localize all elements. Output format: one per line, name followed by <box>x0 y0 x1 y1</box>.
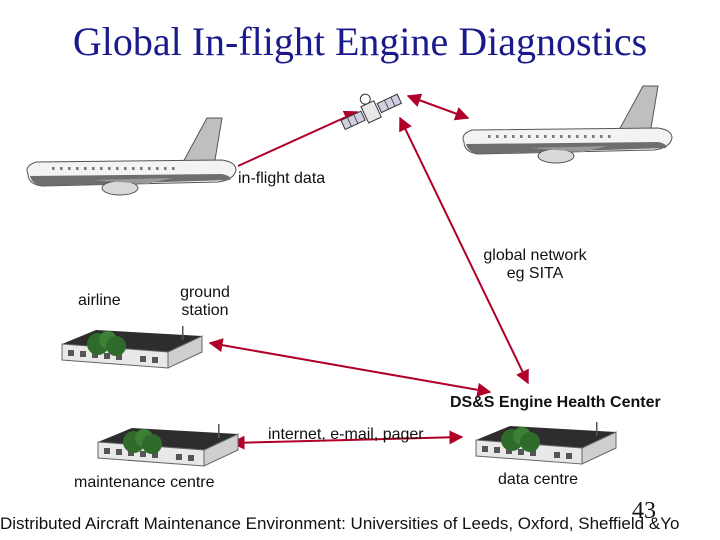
satellite-icon <box>340 93 403 131</box>
maintenance-centre-label: maintenance centre <box>74 474 215 491</box>
slide-title: Global In-flight Engine Diagnostics <box>72 19 648 64</box>
ground-station-line1: ground <box>180 284 230 301</box>
ground-station-label: ground station <box>170 284 240 320</box>
arrow-satellite-healthcenter <box>399 116 529 385</box>
airplane-left-icon <box>26 117 237 196</box>
arrow-healthcenter-groundstation <box>208 338 492 397</box>
ground-station-line2: station <box>181 302 229 319</box>
airline-building-icon <box>61 326 203 369</box>
airline-label: airline <box>78 292 121 309</box>
arrow-plane2-satellite <box>406 93 470 121</box>
global-network-line2: eg SITA <box>506 265 564 282</box>
comms-label: internet, e-mail, pager <box>268 426 424 443</box>
health-center-label: DS&S Engine Health Center <box>450 394 661 411</box>
data-centre-building-icon <box>475 422 617 465</box>
slide-footer: Distributed Aircraft Maintenance Environ… <box>0 514 680 533</box>
global-network-label: global network eg SITA <box>460 247 610 283</box>
arrow-plane1-satellite <box>237 110 359 167</box>
maintenance-building-icon <box>97 424 239 467</box>
page-number: 43 <box>632 498 656 524</box>
arrow-datacentre-maintenance <box>230 430 464 450</box>
airplane-right-icon <box>462 85 673 164</box>
global-network-line1: global network <box>483 247 587 264</box>
inflight-data-label: in-flight data <box>238 170 326 187</box>
data-centre-label: data centre <box>498 471 579 488</box>
